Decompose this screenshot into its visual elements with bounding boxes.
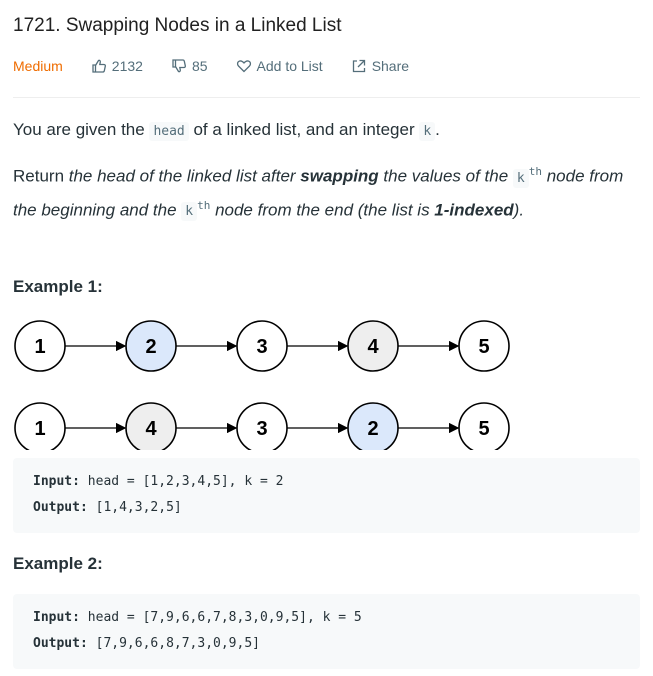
superscript-th: th: [528, 165, 542, 178]
text-span: You are given the: [13, 120, 150, 139]
superscript-th: th: [197, 198, 211, 212]
problem-meta-bar: Medium 2132 85 Add to List Share: [13, 58, 437, 74]
text-span: the head of the linked list after: [68, 166, 301, 186]
difficulty-badge: Medium: [13, 58, 63, 74]
text-span: .: [435, 120, 440, 139]
input-label: Input:: [33, 474, 80, 489]
inline-code-k: k: [181, 202, 198, 222]
list-node-value-before-1: 2: [145, 336, 156, 358]
list-node-before-1: [125, 320, 177, 372]
like-count: 2132: [111, 58, 143, 74]
output-value: [7,9,6,6,8,7,3,0,9,5]: [87, 636, 260, 651]
list-node-after-1: [125, 402, 177, 450]
example-2-title: Example 2:: [13, 554, 103, 573]
dislike-button[interactable]: 85: [171, 58, 208, 74]
list-node-value-before-2: 3: [256, 336, 267, 358]
list-node-after-0: [14, 402, 66, 450]
text-span: node from the beginning and the: [13, 166, 624, 220]
text-span: the values of the: [378, 166, 513, 186]
dislike-count: 85: [191, 58, 208, 74]
list-node-before-0: [14, 320, 66, 372]
example-1-input-line: Input: head = [1,2,3,4,5], k = 2: [33, 474, 283, 489]
list-node-value-after-0: 1: [34, 418, 45, 440]
example-1-title: Example 1:: [13, 277, 103, 296]
add-to-list-label: Add to List: [256, 58, 323, 74]
output-label: Output:: [33, 636, 88, 651]
input-label: Input:: [33, 610, 80, 625]
input-value: head = [1,2,3,4,5], k = 2: [79, 474, 284, 489]
share-label: Share: [371, 58, 410, 74]
text-span: ).: [513, 200, 525, 220]
example-1-code-block: Input: head = [1,2,3,4,5], k = 2 Output:…: [13, 458, 640, 533]
text-span: of a linked list, and an integer: [188, 120, 420, 139]
divider: [13, 97, 640, 98]
example-2-output-line: Output: [7,9,6,6,8,7,3,0,9,5]: [33, 636, 260, 651]
list-node-before-2: [236, 320, 288, 372]
list-node-before-4: [458, 320, 510, 372]
example-1-output-line: Output: [1,4,3,2,5]: [33, 500, 182, 515]
list-node-after-2: [236, 402, 288, 450]
inline-code-k: k: [419, 122, 436, 141]
share-button[interactable]: Share: [351, 58, 409, 74]
list-node-after-4: [458, 402, 510, 450]
add-to-list-button[interactable]: Add to List: [236, 58, 323, 74]
linked-list-diagram: 1 2 3 4 5 1 4 3 2 5: [14, 320, 510, 450]
output-label: Output:: [33, 500, 88, 515]
example-2-code-block: Input: head = [7,9,6,6,7,8,3,0,9,5], k =…: [13, 594, 640, 669]
input-value: head = [7,9,6,6,7,8,3,0,9,5], k = 5: [79, 610, 362, 625]
text-span: Return: [13, 166, 69, 186]
inline-code-head: head: [149, 122, 189, 141]
example-2-input-line: Input: head = [7,9,6,6,7,8,3,0,9,5], k =…: [33, 610, 362, 625]
list-node-value-before-0: 1: [34, 336, 45, 358]
list-node-before-3: [347, 320, 399, 372]
bold-text: swapping: [300, 166, 379, 186]
thumbs-up-icon: [92, 59, 106, 73]
heart-icon: [236, 60, 251, 73]
like-button[interactable]: 2132: [91, 58, 143, 74]
list-node-value-before-4: 5: [478, 336, 489, 358]
list-node-value-after-1: 4: [145, 418, 157, 440]
share-icon: [352, 59, 365, 73]
list-node-value-after-4: 5: [478, 418, 489, 440]
description-paragraph-1: You are given the head of a linked list,…: [13, 116, 638, 145]
thumbs-down-icon: [172, 59, 186, 73]
list-node-value-before-3: 4: [367, 336, 379, 358]
inline-code-k: k: [512, 168, 529, 188]
problem-title: 1721. Swapping Nodes in a Linked List: [13, 15, 342, 36]
text-span: node from the end (the list is: [210, 200, 435, 220]
bold-text: 1-indexed: [434, 200, 514, 220]
description-paragraph-2: Return the head of the linked list after…: [13, 158, 638, 225]
list-node-after-3: [347, 402, 399, 450]
list-node-value-after-2: 3: [256, 418, 267, 440]
list-node-value-after-3: 2: [367, 418, 378, 440]
output-value: [1,4,3,2,5]: [87, 500, 182, 515]
